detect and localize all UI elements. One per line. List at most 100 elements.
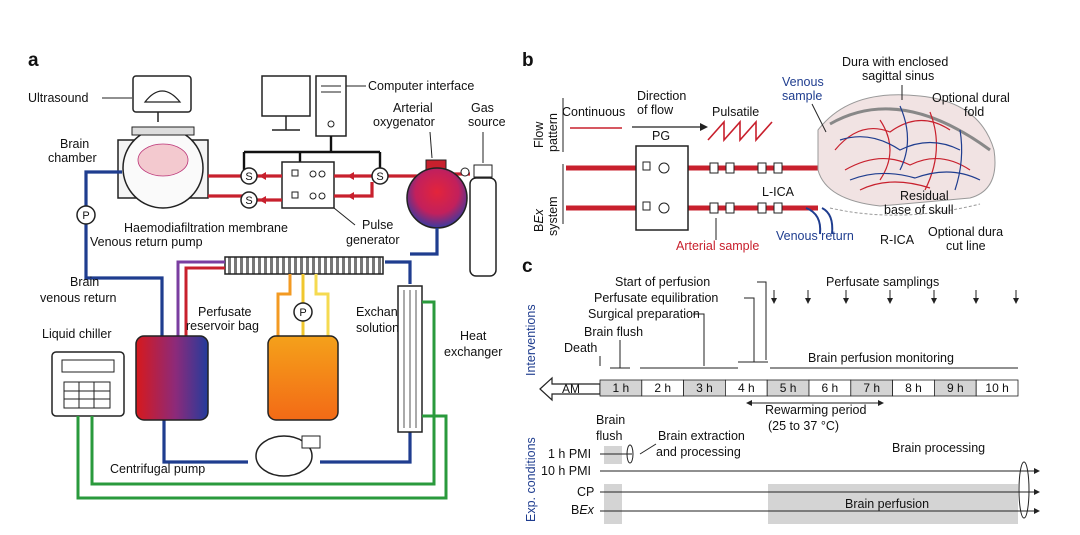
- exp-conditions-axis-label: Exp. conditions: [524, 437, 538, 522]
- flush-block-1h: [604, 446, 622, 464]
- hour-label: 1 h: [613, 381, 630, 395]
- control-wires: [242, 136, 382, 172]
- optional-cut-label-2: cut line: [946, 239, 986, 253]
- row-cp-label: CP: [577, 485, 594, 499]
- rewarming-range-label: (25 to 37 °C): [768, 419, 839, 433]
- brain-venous-return-label-2: venous return: [40, 291, 116, 305]
- venous-sample-label-1: Venous: [782, 75, 824, 89]
- death-label: Death: [564, 341, 597, 355]
- perfusate-reservoir: [135, 335, 209, 421]
- svg-text:S: S: [245, 171, 252, 183]
- brain-perfusion-block: [768, 484, 1018, 524]
- hour-label: 5 h: [780, 381, 797, 395]
- liquid-chiller: [51, 351, 125, 417]
- svg-text:S: S: [245, 195, 252, 207]
- arterial-oxygenator-label-1: Arterial: [393, 101, 433, 115]
- row-1h-pmi-label: 1 h PMI: [548, 447, 591, 461]
- pulse-generator-label-1: Pulse: [362, 218, 393, 232]
- pulse-generator: [281, 161, 335, 209]
- row-bex-label: BEx: [571, 503, 595, 517]
- hour-label: 7 h: [863, 381, 880, 395]
- sample-ports: [709, 162, 783, 214]
- brain-chamber: [117, 126, 209, 209]
- start-of-perfusion-label: Start of perfusion: [615, 275, 710, 289]
- flow-pattern-label-1: Flow: [532, 121, 546, 148]
- heat-exchanger: [397, 285, 423, 433]
- valve-s-1: S: [240, 167, 258, 185]
- hour-label: 8 h: [905, 381, 922, 395]
- r-ica-label: R-ICA: [880, 233, 915, 247]
- sampling-arrowhead: [805, 298, 811, 304]
- brain-chamber-label-1: Brain: [60, 137, 89, 151]
- hour-label: 6 h: [822, 381, 839, 395]
- venous-return-pump: P: [76, 205, 96, 225]
- intervention-leaders: [599, 281, 1018, 369]
- pg-label: PG: [652, 129, 670, 143]
- direction-label-1: Direction: [637, 89, 686, 103]
- optional-fold-label-1: Optional dural: [932, 91, 1010, 105]
- brain-perfusion-label: Brain perfusion: [845, 497, 929, 511]
- valve-s-3: S: [371, 167, 389, 185]
- svg-text:P: P: [299, 307, 306, 319]
- sampling-arrows: [771, 290, 1019, 304]
- haemodiafiltration-label: Haemodiafiltration membrane: [124, 221, 288, 235]
- hour-cell: [975, 379, 1019, 397]
- l-ica-label: L-ICA: [762, 185, 795, 199]
- arterial-sample-label: Arterial sample: [676, 239, 759, 253]
- perfusate-reservoir-label-2: reservoir bag: [186, 319, 259, 333]
- brain-chamber-label-2: chamber: [48, 151, 97, 165]
- optional-fold-label-2: fold: [964, 105, 984, 119]
- optional-cut-label-1: Optional dura: [928, 225, 1003, 239]
- ultrasound-device: [132, 75, 192, 122]
- sampling-arrowhead: [887, 298, 893, 304]
- heat-exchanger-label-1: Heat: [460, 329, 487, 343]
- valve-s-2: S: [240, 191, 258, 209]
- hour-label: 10 h: [985, 381, 1008, 395]
- liquid-chiller-label: Liquid chiller: [42, 327, 111, 341]
- perfusate-reservoir-label-1: Perfusate: [198, 305, 252, 319]
- ultrasound-label: Ultrasound: [28, 91, 88, 105]
- brain-processing-label: Brain processing: [892, 441, 985, 455]
- arterial-oxygenator: [406, 159, 468, 229]
- hour-label: 4 h: [738, 381, 755, 395]
- heat-exchanger-label-2: exchanger: [444, 345, 502, 359]
- brain-venous-return-label-1: Brain: [70, 275, 99, 289]
- sampling-arrowhead: [1013, 298, 1019, 304]
- sampling-arrowhead: [931, 298, 937, 304]
- sampling-arrowhead: [771, 298, 777, 304]
- brain-extraction-label-1: Brain extraction: [658, 429, 745, 443]
- interventions-axis-label: Interventions: [524, 304, 538, 376]
- venous-tubing: [84, 170, 439, 464]
- am-label: AM: [562, 382, 580, 396]
- direction-label-2: of flow: [637, 103, 674, 117]
- flush-block-cp: [604, 484, 622, 524]
- bex-system-label-2: system: [546, 196, 560, 236]
- gas-source-label-2: source: [468, 115, 506, 129]
- exchange-pump: P: [293, 302, 313, 322]
- pulsatile-wave: [707, 119, 773, 143]
- flow-arrows: [259, 172, 354, 204]
- dura-label-1: Dura with enclosed: [842, 55, 948, 69]
- computer-interface: [261, 75, 347, 137]
- perfusate-equilibration-label: Perfusate equilibration: [594, 291, 718, 305]
- rewarming-label: Rewarming period: [765, 403, 866, 417]
- panel-b-label: b: [522, 50, 534, 71]
- dura-label-2: sagittal sinus: [862, 69, 934, 83]
- hour-label: 9 h: [947, 381, 964, 395]
- brain-illustration: [817, 94, 996, 216]
- venous-return-label: Venous return: [776, 229, 854, 243]
- venous-sample-label-2: sample: [782, 89, 822, 103]
- brain-flush-2-label-1: Brain: [596, 413, 625, 427]
- exchange-solution-label-2: solution: [356, 321, 399, 335]
- centrifugal-pump-label: Centrifugal pump: [110, 462, 205, 476]
- residual-label-2: base of skull: [884, 203, 953, 217]
- arterial-oxygenator-label-2: oxygenator: [373, 115, 435, 129]
- svg-text:S: S: [376, 171, 383, 183]
- gas-source: [460, 164, 497, 277]
- svg-text:P: P: [82, 210, 89, 222]
- brain-flush-2-label-2: flush: [596, 429, 622, 443]
- condition-lines: [600, 443, 1034, 519]
- hour-label: 2 h: [654, 381, 671, 395]
